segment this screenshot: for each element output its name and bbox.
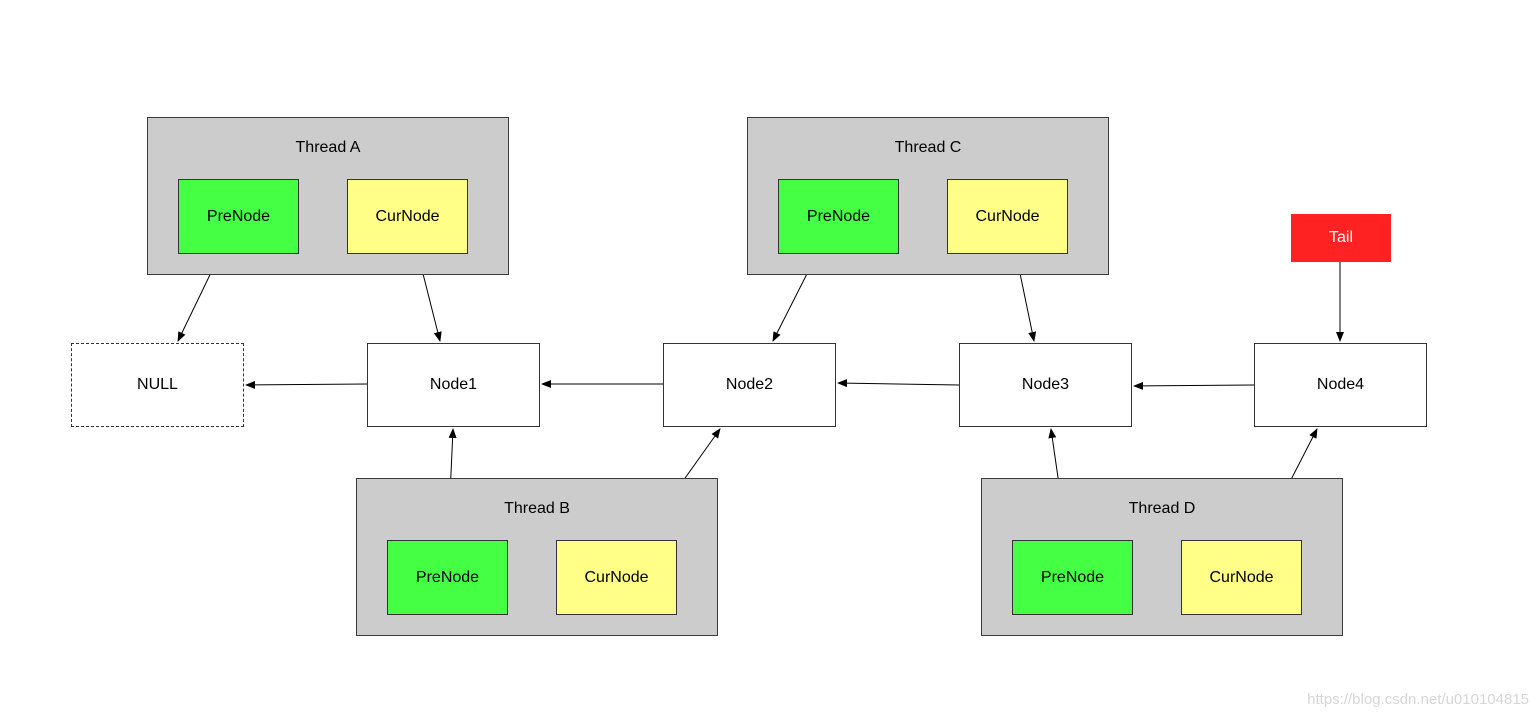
thread-b-title: Thread B [504,500,570,517]
thread-b-curnode: CurNode [556,540,677,615]
arrow-node1-to-null [245,380,368,389]
node-2: Node2 [663,343,836,427]
thread-d-prenode: PreNode [1012,540,1133,615]
node-4: Node4 [1254,343,1427,427]
null-node: NULL [71,343,244,427]
arrow-node3-to-node2 [837,379,960,388]
thread-a-curnode: CurNode [347,179,468,254]
node-1: Node1 [367,343,540,427]
thread-d-curnode: CurNode [1181,540,1302,615]
thread-a-prenode: PreNode [178,179,299,254]
tail-pointer: Tail [1291,214,1391,262]
arrow-node4-to-node3 [1133,381,1255,390]
thread-d-title: Thread D [1128,500,1196,517]
thread-c-curnode: CurNode [947,179,1068,254]
watermark-url: https://blog.csdn.net/u010104815 [1307,691,1529,708]
thread-a-title: Thread A [295,139,361,156]
node-3: Node3 [959,343,1132,427]
thread-b-prenode: PreNode [387,540,508,615]
thread-c-title: Thread C [894,139,962,156]
thread-c-prenode: PreNode [778,179,899,254]
